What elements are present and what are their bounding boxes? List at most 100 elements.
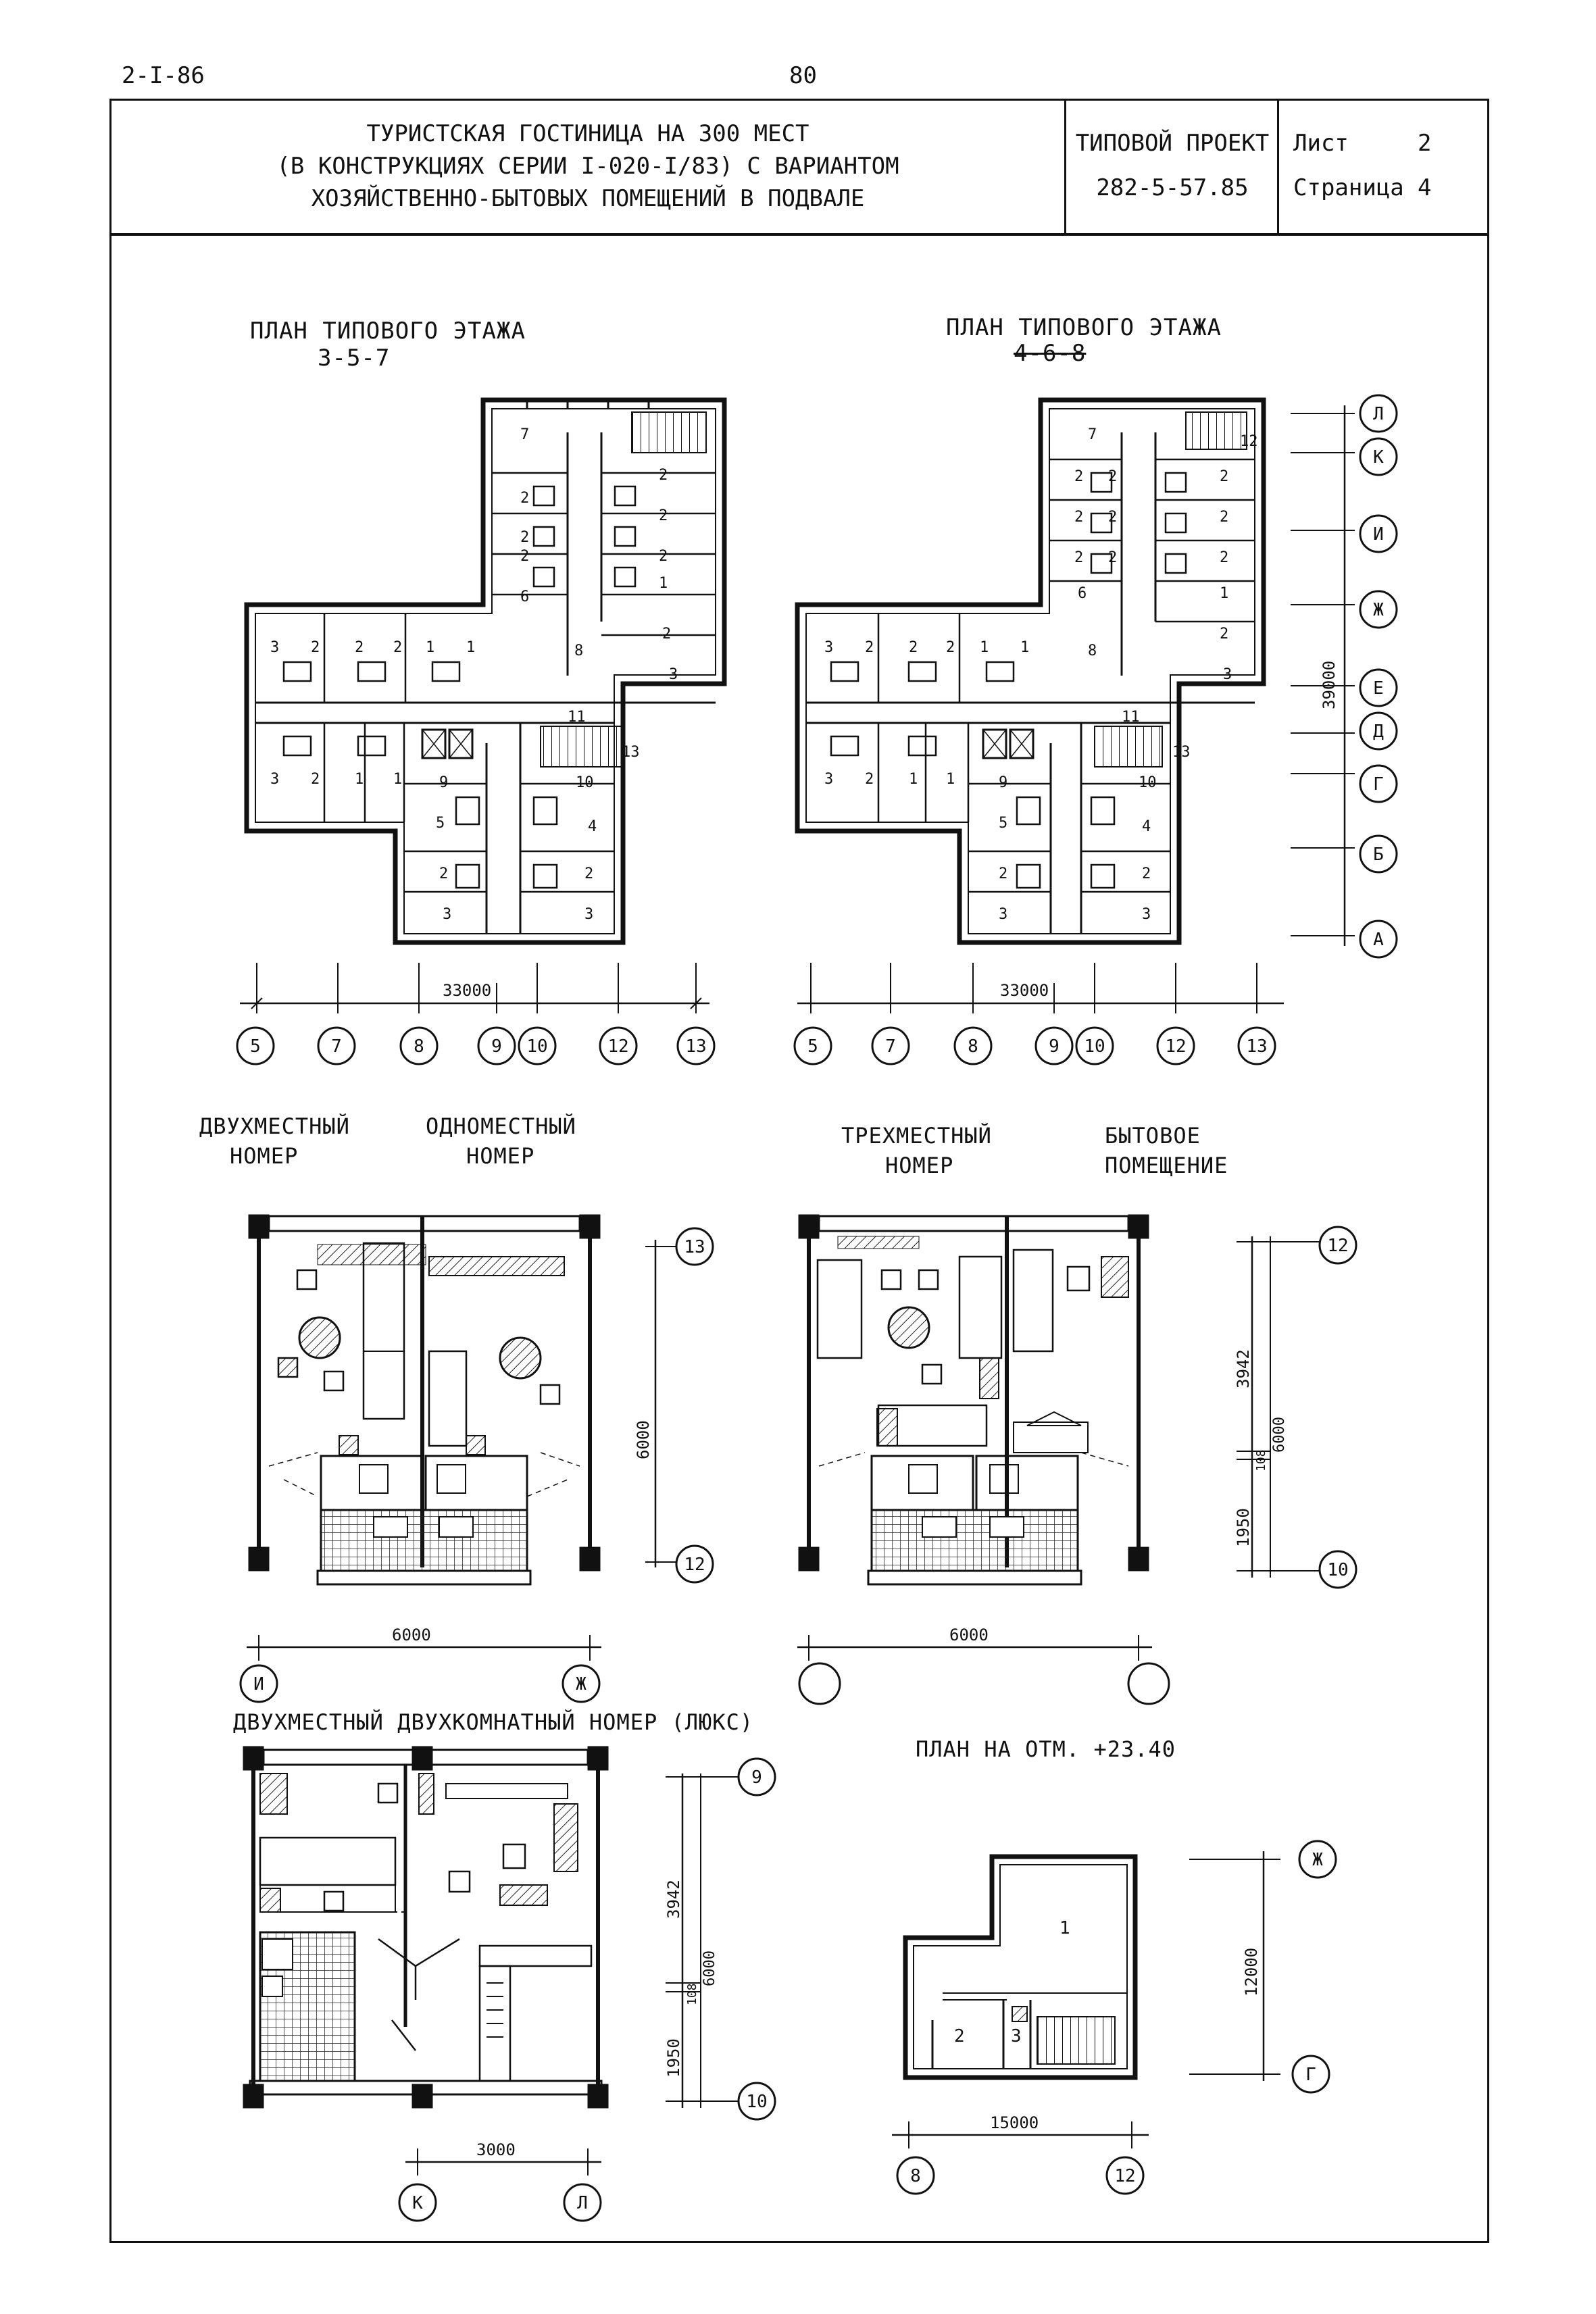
- svg-text:3: 3: [584, 906, 593, 923]
- roof-plan-title: ПЛАН НА ОТМ. +23.40: [916, 1736, 1176, 1762]
- svg-text:9: 9: [999, 774, 1007, 791]
- svg-text:Д: Д: [1373, 722, 1384, 742]
- svg-text:3: 3: [1142, 906, 1151, 923]
- label-service-2: ПОМЕЩЕНИЕ: [1105, 1153, 1228, 1178]
- unit-double-single: [247, 1214, 679, 1661]
- svg-text:1: 1: [1059, 1918, 1070, 1938]
- svg-text:3: 3: [824, 771, 833, 788]
- svg-text:1: 1: [659, 575, 668, 592]
- svg-text:12: 12: [607, 1036, 628, 1057]
- svg-text:И: И: [1373, 524, 1384, 545]
- svg-text:2: 2: [999, 865, 1007, 882]
- svg-text:Е: Е: [1373, 678, 1384, 699]
- svg-text:2: 2: [865, 639, 874, 656]
- svg-text:2: 2: [393, 639, 402, 656]
- plan-left-dims: [240, 963, 709, 1013]
- sheet-code: 2-I-86: [122, 62, 205, 89]
- svg-text:1: 1: [426, 639, 434, 656]
- svg-text:12: 12: [1165, 1036, 1186, 1057]
- svg-text:2: 2: [520, 548, 529, 565]
- svg-text:Ж: Ж: [1312, 1850, 1323, 1870]
- svg-text:2: 2: [954, 2026, 965, 2046]
- svg-text:12: 12: [1327, 1236, 1348, 1256]
- floor-plan-left: [244, 397, 727, 945]
- svg-text:2: 2: [520, 490, 529, 507]
- svg-text:12: 12: [1240, 433, 1258, 450]
- svg-text:1: 1: [393, 771, 402, 788]
- svg-text:2: 2: [439, 865, 448, 882]
- svg-text:5: 5: [807, 1036, 818, 1057]
- svg-text:И: И: [253, 1674, 264, 1694]
- svg-text:8: 8: [1088, 643, 1097, 659]
- svg-text:1: 1: [355, 771, 364, 788]
- svg-text:2: 2: [659, 548, 668, 565]
- svg-text:10: 10: [576, 774, 594, 791]
- plan-left-floors: 3-5-7: [318, 345, 391, 372]
- svg-text:К: К: [412, 2193, 423, 2213]
- unit-ts-axes: 12 10: [798, 1226, 1357, 1705]
- svg-text:2: 2: [1074, 509, 1083, 526]
- svg-text:3: 3: [669, 666, 678, 683]
- roof-height-dim: 12000: [1242, 1948, 1261, 1996]
- svg-text:3: 3: [1011, 2026, 1022, 2046]
- svg-text:2: 2: [909, 639, 918, 656]
- svg-text:1: 1: [466, 639, 475, 656]
- svg-text:2: 2: [1108, 468, 1117, 485]
- svg-text:Ж: Ж: [576, 1674, 587, 1694]
- svg-text:9: 9: [439, 774, 448, 791]
- unit-triple-service: [797, 1214, 1321, 1661]
- svg-text:3: 3: [443, 906, 451, 923]
- plan-left-title: ПЛАН ТИПОВОГО ЭТАЖА: [250, 318, 526, 345]
- svg-text:2: 2: [659, 507, 668, 524]
- label-triple-1: ТРЕХМЕСТНЫЙ: [841, 1123, 992, 1149]
- svg-text:9: 9: [1049, 1036, 1059, 1057]
- roof-plan: [892, 1851, 1280, 2148]
- svg-text:11: 11: [1122, 709, 1140, 726]
- svg-text:5: 5: [250, 1036, 261, 1057]
- svg-text:4: 4: [1142, 818, 1151, 835]
- svg-text:Л: Л: [577, 2193, 588, 2213]
- svg-text:7: 7: [885, 1036, 896, 1057]
- title-line-3: ХОЗЯЙСТВЕННО-БЫТОВЫХ ПОМЕЩЕНИЙ В ПОДВАЛЕ: [311, 185, 865, 212]
- svg-text:9: 9: [751, 1767, 762, 1788]
- title-block-divider-2: [1277, 99, 1279, 235]
- svg-text:2: 2: [311, 771, 320, 788]
- unit-ts-dim-total: 6000: [1271, 1417, 1288, 1453]
- plan-right-floors: 4-6-8: [1014, 340, 1087, 367]
- floor-plan-right: [795, 397, 1266, 945]
- drawing-frame: [109, 234, 1489, 2243]
- svg-text:2: 2: [946, 639, 955, 656]
- unit-ts-dim-a: 3942: [1234, 1349, 1253, 1388]
- svg-text:2: 2: [865, 771, 874, 788]
- plan-left-axes: 5 7 8 9 10 12 13: [236, 1026, 716, 1065]
- plan-right-axes: 5 7 8 9 10 12 13: [793, 1026, 1276, 1065]
- svg-text:13: 13: [684, 1237, 705, 1257]
- page-number: 80: [789, 62, 817, 89]
- svg-text:3: 3: [1223, 666, 1232, 683]
- svg-text:2: 2: [659, 467, 668, 484]
- svg-text:Г: Г: [1373, 774, 1384, 795]
- svg-text:12: 12: [1114, 2166, 1135, 2186]
- title-line-1: ТУРИСТСКАЯ ГОСТИНИЦА НА 300 МЕСТ: [366, 120, 809, 147]
- svg-text:10: 10: [526, 1036, 547, 1057]
- sheet-value: 2: [1418, 130, 1432, 157]
- unit-ds-height: 6000: [634, 1420, 653, 1459]
- svg-text:Л: Л: [1373, 404, 1384, 424]
- svg-text:К: К: [1373, 447, 1384, 468]
- svg-text:2: 2: [1220, 509, 1228, 526]
- svg-text:1: 1: [946, 771, 955, 788]
- label-triple-2: НОМЕР: [885, 1153, 954, 1178]
- svg-text:2: 2: [1108, 549, 1117, 566]
- svg-text:9: 9: [491, 1036, 502, 1057]
- svg-text:2: 2: [1074, 549, 1083, 566]
- plan-right-side-axes: Л К И Ж Е Д Г Б А: [1359, 394, 1398, 959]
- svg-text:1: 1: [1220, 585, 1228, 602]
- svg-text:13: 13: [1246, 1036, 1267, 1057]
- unit-lux-dim-a: 3942: [664, 1880, 683, 1919]
- svg-text:А: А: [1373, 930, 1384, 950]
- label-double-2: НОМЕР: [230, 1143, 299, 1169]
- svg-text:5: 5: [999, 815, 1007, 832]
- roof-width-dim: 15000: [990, 2113, 1039, 2132]
